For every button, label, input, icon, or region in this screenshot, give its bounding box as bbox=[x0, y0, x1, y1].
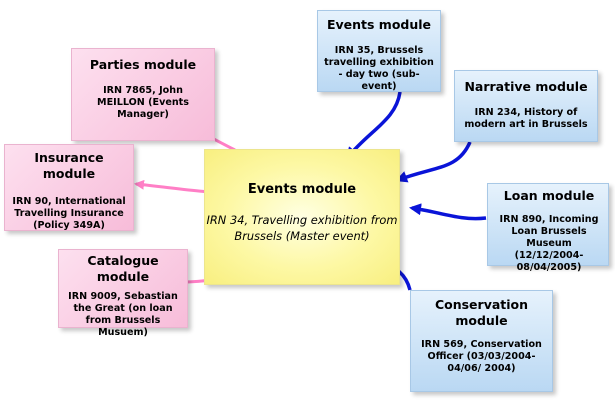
events-title: Events module bbox=[326, 17, 432, 32]
arrow-from-loan bbox=[409, 203, 487, 221]
parties-body: IRN 7865, John MEILLON (Events Manager) bbox=[97, 85, 189, 120]
loan-module[interactable]: Loan module IRN 890, Incoming Loan Bruss… bbox=[487, 183, 609, 273]
catalogue-module[interactable]: Catalogue module IRN 9009, Sebastian the… bbox=[58, 249, 188, 338]
center-body: IRN 34, Travelling exhibition from Bruss… bbox=[206, 213, 398, 243]
events-body: IRN 35, Brussels travelling exhibition -… bbox=[324, 45, 434, 92]
loan-title: Loan module bbox=[503, 188, 595, 203]
parties-title: Parties module bbox=[89, 57, 197, 72]
narrative-body: IRN 234, History of modern art in Brusse… bbox=[464, 107, 588, 130]
insurance-title: Insurance module bbox=[34, 150, 104, 181]
catalogue-body: IRN 9009, Sebastian the Great (on loan f… bbox=[68, 291, 178, 338]
arrow-from-events bbox=[346, 91, 402, 160]
insurance-body: IRN 90, International Travelling Insuran… bbox=[12, 196, 126, 231]
center-title: Events module bbox=[247, 182, 357, 197]
insurance-module[interactable]: Insurance module IRN 90, International T… bbox=[4, 144, 134, 231]
arrow-from-narrative bbox=[395, 141, 472, 183]
events-module[interactable]: Events module IRN 35, Brussels travellin… bbox=[317, 10, 441, 92]
loan-body: IRN 890, Incoming Loan Brussels Museum (… bbox=[499, 214, 599, 273]
narrative-module[interactable]: Narrative module IRN 234, History of mod… bbox=[454, 70, 598, 142]
conservation-title: Conservation module bbox=[434, 297, 529, 328]
conservation-body: IRN 569, Conservation Officer (03/03/200… bbox=[421, 339, 542, 374]
parties-module[interactable]: Parties module IRN 7865, John MEILLON (E… bbox=[71, 48, 215, 141]
center-events-module[interactable]: Events module IRN 34, Travelling exhibit… bbox=[204, 149, 400, 285]
narrative-title: Narrative module bbox=[464, 79, 588, 94]
conservation-module[interactable]: Conservation module IRN 569, Conservatio… bbox=[410, 290, 553, 392]
catalogue-title: Catalogue module bbox=[87, 253, 159, 284]
